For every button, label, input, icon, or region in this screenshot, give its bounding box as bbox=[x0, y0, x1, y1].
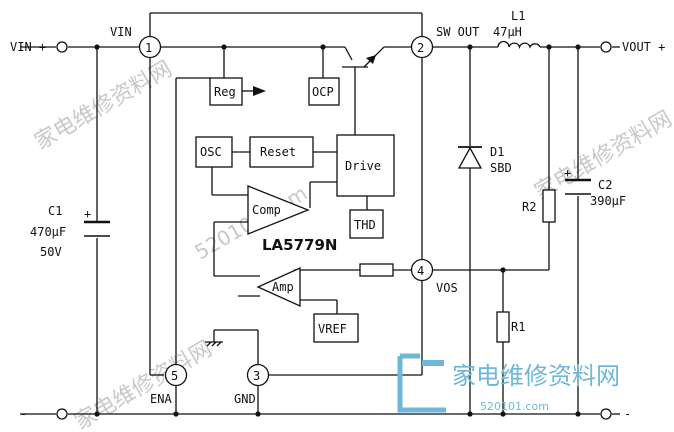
pin-5-label: 5 bbox=[171, 369, 178, 383]
transistor-arrow-icon bbox=[366, 55, 376, 64]
vout-plus-terminal bbox=[600, 41, 612, 53]
watermark-brand-cn: 家电维修资料网 bbox=[452, 362, 620, 390]
minus-left-label: - bbox=[20, 407, 27, 421]
block-osc bbox=[195, 136, 233, 168]
resistor-internal bbox=[359, 263, 394, 277]
wires bbox=[20, 12, 620, 415]
ena-label: ENA bbox=[150, 392, 172, 406]
pin-circles bbox=[138, 35, 434, 387]
c2-plus: + bbox=[564, 166, 571, 180]
pin-3-label: 3 bbox=[253, 369, 260, 383]
resistor-r1 bbox=[496, 311, 510, 343]
l1-value-label: 47μH bbox=[493, 25, 522, 39]
l1-name-label: L1 bbox=[511, 9, 525, 23]
capacitor-c2 bbox=[565, 178, 591, 195]
junctions bbox=[94, 44, 581, 417]
block-reg bbox=[209, 77, 243, 106]
diode-d1 bbox=[457, 146, 483, 169]
reg-label: Reg bbox=[214, 85, 236, 99]
r2-name-label: R2 bbox=[522, 200, 536, 214]
c2-value-label: 390μF bbox=[590, 194, 626, 208]
drive-label: Drive bbox=[345, 159, 381, 173]
c1-plus: + bbox=[84, 207, 91, 221]
watermark-logo: 家电维修资料网 520101.com bbox=[397, 353, 620, 413]
d1-type-label: SBD bbox=[490, 161, 512, 175]
c1-name-label: C1 bbox=[48, 204, 62, 218]
block-ocp bbox=[308, 77, 340, 106]
reg-arrow-icon bbox=[253, 86, 266, 96]
chip-name: LA5779N bbox=[262, 236, 337, 254]
vin-pin-label: VIN bbox=[110, 25, 132, 39]
pin-4-label: 4 bbox=[417, 264, 424, 278]
r1-name-label: R1 bbox=[511, 320, 525, 334]
watermark-text-3: 家电维修资料网 bbox=[71, 337, 217, 432]
vin-plus-terminal bbox=[56, 41, 68, 53]
thd-label: THD bbox=[354, 218, 376, 232]
block-amp bbox=[256, 266, 301, 308]
inductor-l1 bbox=[497, 40, 541, 50]
vin-minus-terminal bbox=[56, 408, 68, 420]
pin-1-label: 1 bbox=[145, 41, 152, 55]
block-comp bbox=[247, 185, 310, 235]
amp-label: Amp bbox=[272, 280, 294, 294]
vout-minus-terminal bbox=[600, 408, 612, 420]
osc-label: OSC bbox=[200, 145, 222, 159]
reset-label: Reset bbox=[260, 145, 296, 159]
pin-2-label: 2 bbox=[417, 41, 424, 55]
c2-name-label: C2 bbox=[598, 178, 612, 192]
watermark-site: 520101.com bbox=[480, 400, 549, 413]
vref-label: VREF bbox=[318, 322, 347, 336]
resistor-r2 bbox=[542, 189, 556, 223]
capacitor-c1 bbox=[84, 220, 110, 237]
comp-label: Comp bbox=[252, 203, 281, 217]
vin-plus-label: VIN + bbox=[10, 40, 46, 54]
watermark-text-1: 家电维修资料网 bbox=[31, 57, 177, 156]
ocp-label: OCP bbox=[312, 85, 334, 99]
c1-voltage-label: 50V bbox=[40, 245, 62, 259]
block-drive bbox=[336, 134, 395, 197]
block-thd bbox=[349, 209, 384, 239]
gnd-label: GND bbox=[234, 392, 256, 406]
vout-plus-label: VOUT + bbox=[622, 40, 665, 54]
d1-name-label: D1 bbox=[490, 145, 504, 159]
c1-value-label: 470μF bbox=[30, 225, 66, 239]
block-vref bbox=[313, 313, 359, 343]
minus-right-label: - bbox=[624, 407, 631, 421]
vos-label: VOS bbox=[436, 281, 458, 295]
block-reset bbox=[249, 136, 314, 168]
sw-out-label: SW OUT bbox=[436, 25, 479, 39]
